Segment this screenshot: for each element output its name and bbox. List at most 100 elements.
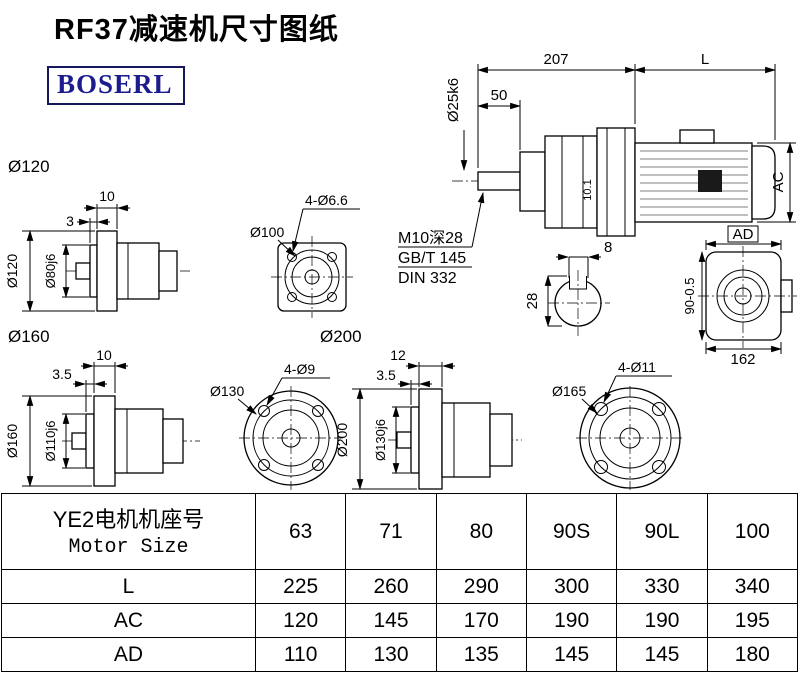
motor-end-view: AD 90-0.5 162 xyxy=(682,225,797,368)
unit-200-label: Ø200 xyxy=(320,327,362,346)
flange-od-label: Ø200 xyxy=(334,423,350,457)
dim-3-5: 3.5 xyxy=(376,367,396,383)
unit-120-label: Ø120 xyxy=(8,157,50,176)
spigot xyxy=(85,413,95,469)
ac-value: 170 xyxy=(435,603,527,638)
ac-value: 190 xyxy=(525,603,618,638)
dim-3-5: 3.5 xyxy=(52,366,72,382)
holes-label: 4-Ø9 xyxy=(284,361,315,377)
key-width: 8 xyxy=(604,239,612,256)
dim-90: 90-0.5 xyxy=(682,278,697,315)
bearing-housing xyxy=(519,151,546,212)
table-header-row: YE2电机机座号 Motor Size 63 71 80 90S 90L 100 xyxy=(1,493,799,570)
l-value: 330 xyxy=(616,569,708,604)
unit-160-label: Ø160 xyxy=(8,327,50,346)
dim-10: 10 xyxy=(99,188,115,204)
motor-nameplate xyxy=(698,170,722,192)
ad-value: 135 xyxy=(435,637,527,672)
dim-ac: AC xyxy=(770,171,787,192)
main-assembly-view: 207 L 50 Ø25k6 10.1 AC M10深28 GB/T 145 xyxy=(398,51,796,287)
ad-value: 145 xyxy=(525,637,618,672)
spigot-label: Ø110j6 xyxy=(43,421,58,462)
dimension-drawing: 207 L 50 Ø25k6 10.1 AC M10深28 GB/T 145 xyxy=(4,51,797,491)
ac-value: 145 xyxy=(345,603,437,638)
flange-unit-120: Ø120 10 3 Ø120 Ø80j6 Ø100 xyxy=(4,157,360,318)
pilot-label: Ø130 xyxy=(210,383,244,399)
pilot-label: Ø100 xyxy=(250,224,284,240)
dim-10-1: 10.1 xyxy=(582,179,594,200)
flange-disk xyxy=(418,388,443,490)
ac-value: 195 xyxy=(706,603,799,638)
table-row-ad: AD 110 130 135 145 145 180 xyxy=(1,637,799,672)
size-63: 63 xyxy=(254,493,347,570)
l-value: 260 xyxy=(345,569,437,604)
gear-housing xyxy=(114,408,164,474)
page-title: RF37减速机尺寸图纸 xyxy=(54,14,339,46)
row-label-l: L xyxy=(1,569,256,604)
rear-step xyxy=(158,250,178,292)
pilot-label: Ø165 xyxy=(552,383,586,399)
ad-value: 110 xyxy=(254,637,347,672)
dim-ad: AD xyxy=(733,226,754,243)
fan-cover xyxy=(751,145,776,220)
brand-logo: BOSERL xyxy=(47,66,185,105)
motor-flange xyxy=(596,127,636,237)
size-90s: 90S xyxy=(525,493,618,570)
holes-label: 4-Ø6.6 xyxy=(305,192,348,208)
ac-value: 190 xyxy=(616,603,708,638)
dim-162: 162 xyxy=(730,351,755,368)
shaft-cross-section: 8 28 xyxy=(524,239,612,336)
flange-od-label: Ø120 xyxy=(4,254,20,288)
std-din: DIN 332 xyxy=(398,270,457,287)
table-row-l: L 225 260 290 300 330 340 xyxy=(1,569,799,604)
motor-size-table: YE2电机机座号 Motor Size 63 71 80 90S 90L 100… xyxy=(1,493,799,672)
rear-step xyxy=(162,418,184,464)
key-depth: 28 xyxy=(524,293,541,310)
shaft-stub xyxy=(71,432,87,450)
size-100: 100 xyxy=(706,493,799,570)
ac-value: 120 xyxy=(254,603,347,638)
flange-od-label: Ø160 xyxy=(4,424,20,458)
motor-body xyxy=(634,142,753,223)
tap-note: M10深28 xyxy=(398,229,463,247)
gearbox-body xyxy=(544,135,598,229)
gear-housing xyxy=(441,402,491,478)
table-row-ac: AC 120 145 170 190 190 195 xyxy=(1,603,799,638)
header-cn: YE2电机机座号 xyxy=(52,507,205,532)
motor-size-header-cell: YE2电机机座号 Motor Size xyxy=(1,493,256,570)
shaft-stub xyxy=(75,262,91,280)
flange-unit-160: Ø160 10 3.5 Ø160 Ø110j6 Ø130 xyxy=(4,327,343,490)
l-value: 290 xyxy=(435,569,527,604)
row-label-ac: AC xyxy=(1,603,256,638)
terminal-box xyxy=(679,129,715,144)
ad-value: 180 xyxy=(706,637,799,672)
spigot xyxy=(89,244,98,298)
dim-207: 207 xyxy=(543,51,568,68)
dim-12: 12 xyxy=(390,347,406,363)
spigot-label: Ø130j6 xyxy=(373,419,388,461)
dim-10: 10 xyxy=(96,347,112,363)
dim-l: L xyxy=(701,51,709,68)
l-value: 300 xyxy=(525,569,618,604)
spigot-label: Ø80j6 xyxy=(43,254,58,289)
size-90l: 90L xyxy=(616,493,708,570)
dim-50: 50 xyxy=(491,87,508,104)
l-value: 225 xyxy=(254,569,347,604)
holes-label: 4-Ø11 xyxy=(618,359,656,375)
ad-value: 130 xyxy=(345,637,437,672)
flange-disk xyxy=(96,230,118,312)
output-shaft xyxy=(477,171,521,191)
size-71: 71 xyxy=(345,493,437,570)
ad-value: 145 xyxy=(616,637,708,672)
std-gb: GB/T 145 xyxy=(398,250,466,267)
row-label-ad: AD xyxy=(1,637,256,672)
flange-unit-200: Ø200 12 3.5 Ø200 Ø130j6 Ø165 xyxy=(320,327,684,491)
spigot xyxy=(410,406,420,474)
dim-3: 3 xyxy=(66,213,74,229)
l-value: 340 xyxy=(706,569,799,604)
size-80: 80 xyxy=(435,493,527,570)
rear-step xyxy=(489,413,513,467)
flange-disk xyxy=(93,395,116,487)
shaft-diameter-label: Ø25k6 xyxy=(445,78,462,122)
gear-housing xyxy=(116,242,160,300)
